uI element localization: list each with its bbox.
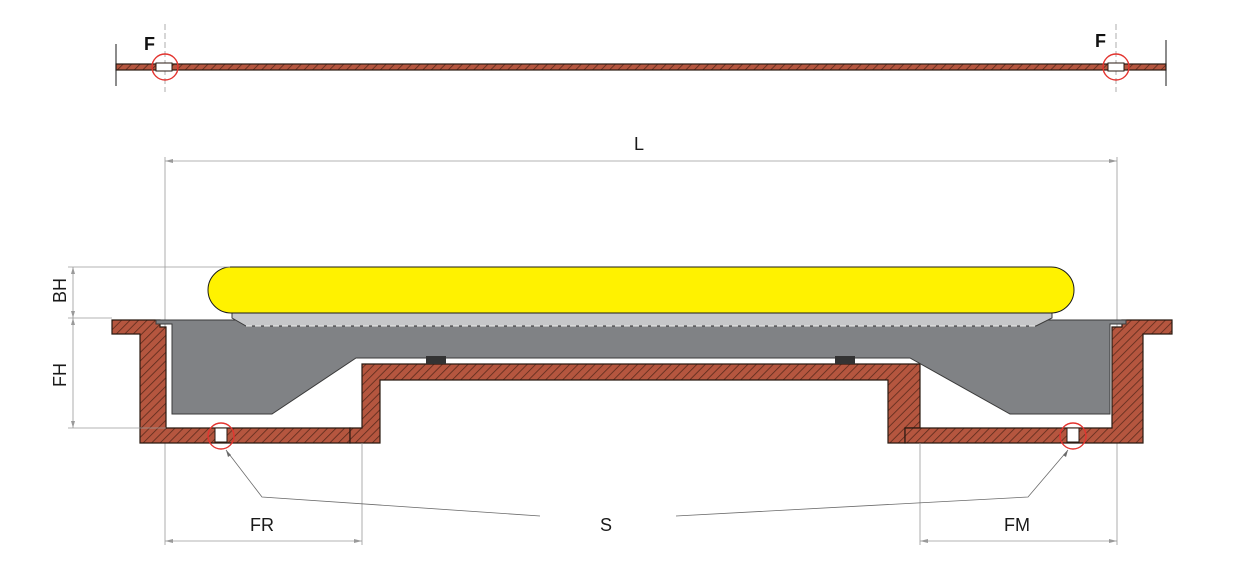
sensor-leader-left (225, 449, 541, 517)
sensor-left-ring (207, 422, 235, 450)
plate-top (231, 312, 1053, 327)
sensors-label: S (600, 515, 612, 535)
sensor-leader-right (675, 449, 1069, 517)
bellow (207, 266, 1075, 314)
bellow-height-label: BH (50, 278, 70, 303)
frame-dimensions: FR FM (165, 443, 1117, 545)
top-rail: F F (115, 24, 1167, 92)
pad-left (426, 356, 446, 364)
sensor-right-hole (1066, 427, 1080, 443)
frame-left-label: FR (250, 515, 274, 535)
frame-center-part (349, 363, 921, 444)
sensor-left-hole (214, 427, 228, 443)
top-rail-bar (115, 63, 1167, 71)
top-left-marker-ring (151, 53, 179, 81)
height-dimensions: BH FH (50, 266, 230, 429)
frame-right-label: FM (1004, 515, 1030, 535)
length-label: L (634, 134, 644, 154)
top-left-marker-label: F (144, 34, 155, 54)
top-right-slot (1107, 62, 1125, 72)
sensor-leaders: S (225, 449, 1069, 535)
top-right-marker-ring (1102, 53, 1130, 81)
top-right-marker-label: F (1095, 31, 1106, 51)
top-left-slot (155, 62, 173, 72)
frame-section (111, 319, 1173, 450)
sensor-right-ring (1059, 422, 1087, 450)
pad-right (835, 356, 855, 364)
platform-plate (155, 312, 1127, 415)
frame-height-label: FH (50, 363, 70, 387)
